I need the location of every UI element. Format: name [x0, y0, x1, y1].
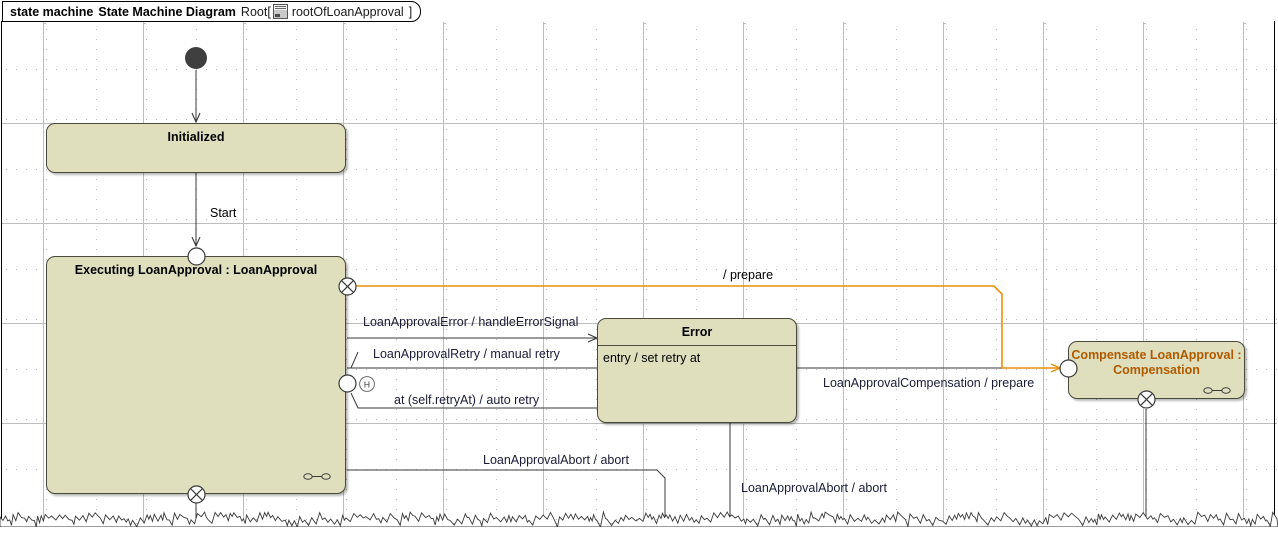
diagram-kind: State Machine Diagram: [98, 4, 236, 19]
diagram-root-label: Root: [240, 4, 268, 19]
diagram-header-tab[interactable]: state machine State Machine Diagram Root…: [2, 1, 422, 22]
bracket-open: [: [267, 4, 271, 19]
bracket-close: ]: [408, 4, 413, 19]
diagram-keyword: state machine: [10, 4, 94, 19]
state-machine-icon: [272, 4, 288, 19]
diagram-root-name: rootOfLoanApproval: [291, 4, 404, 19]
